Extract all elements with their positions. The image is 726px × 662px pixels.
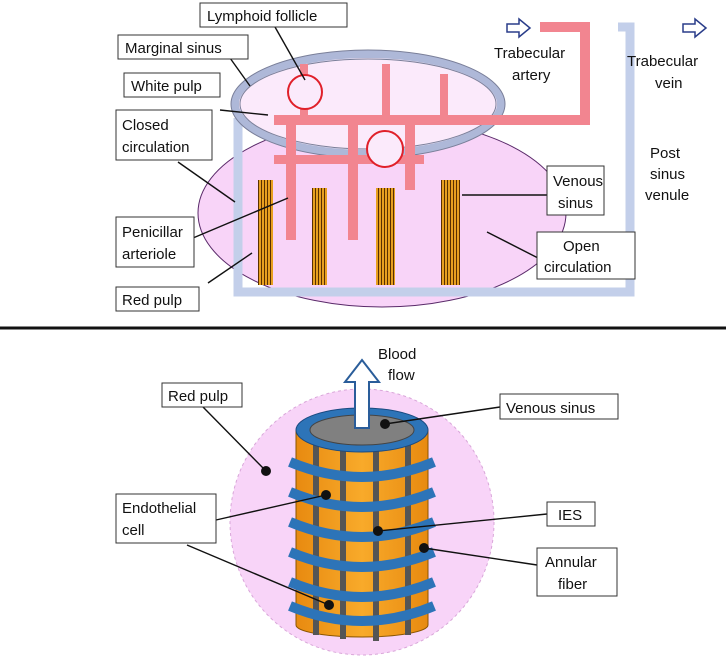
label-open-circulation-line1: Open bbox=[563, 238, 600, 255]
label-penicillar-arteriole-line1: Penicillar bbox=[122, 224, 183, 241]
venous-sinus-4 bbox=[441, 180, 460, 285]
label-marginal-sinus: Marginal sinus bbox=[125, 40, 222, 57]
label-trabecular-artery-line2: artery bbox=[512, 67, 551, 84]
label-lymphoid-follicle: Lymphoid follicle bbox=[207, 8, 317, 25]
label-post-sinus-venule-line1: Post bbox=[650, 145, 681, 162]
label-closed-circulation-line1: Closed bbox=[122, 117, 169, 134]
label-annular-fiber-line2: fiber bbox=[558, 576, 587, 593]
label-open-circulation-line2: circulation bbox=[544, 259, 612, 276]
label-penicillar-arteriole-line2: arteriole bbox=[122, 246, 176, 263]
ies-gaps bbox=[313, 440, 411, 641]
label-trabecular-vein-line1: Trabecular bbox=[627, 53, 698, 70]
label-red-pulp-top: Red pulp bbox=[122, 292, 182, 309]
label-ies: IES bbox=[558, 507, 582, 524]
venous-sinus-2 bbox=[312, 188, 327, 285]
top-panel: Lymphoid follicle Marginal sinus White p… bbox=[115, 2, 708, 312]
trabecular-vein-path bbox=[233, 22, 635, 297]
bottom-panel: Blood flow Red pulp Venous sinus Endothe… bbox=[115, 346, 619, 656]
label-blood-flow-line2: flow bbox=[388, 367, 415, 384]
vein-flow-arrow-icon bbox=[682, 17, 708, 39]
label-red-pulp-bottom: Red pulp bbox=[168, 388, 228, 405]
label-venous-sinus-top-line1: Venous bbox=[553, 173, 603, 190]
lymphoid-follicle-1 bbox=[287, 74, 323, 110]
blood-flow-arrow-icon bbox=[342, 358, 382, 429]
label-trabecular-artery-line1: Trabecular bbox=[494, 45, 565, 62]
label-blood-flow-line1: Blood bbox=[378, 346, 416, 363]
label-closed-circulation-line2: circulation bbox=[122, 139, 190, 156]
label-post-sinus-venule-line3: venule bbox=[645, 187, 689, 204]
venous-sinus-3 bbox=[376, 188, 395, 285]
annular-fibers bbox=[288, 457, 436, 626]
label-post-sinus-venule-line2: sinus bbox=[650, 166, 685, 183]
lymphoid-follicle-2 bbox=[366, 130, 404, 168]
label-endothelial-cell-line1: Endothelial bbox=[122, 500, 196, 517]
label-annular-fiber-line1: Annular bbox=[545, 554, 597, 571]
artery-flow-arrow-icon bbox=[506, 17, 532, 39]
label-venous-sinus-bottom: Venous sinus bbox=[506, 400, 595, 417]
venous-sinus-1 bbox=[258, 180, 273, 285]
white-pulp-ring bbox=[231, 50, 505, 158]
label-white-pulp: White pulp bbox=[131, 78, 202, 95]
label-trabecular-vein-line2: vein bbox=[655, 75, 683, 92]
label-endothelial-cell-line2: cell bbox=[122, 522, 145, 539]
label-venous-sinus-top-line2: sinus bbox=[558, 195, 593, 212]
